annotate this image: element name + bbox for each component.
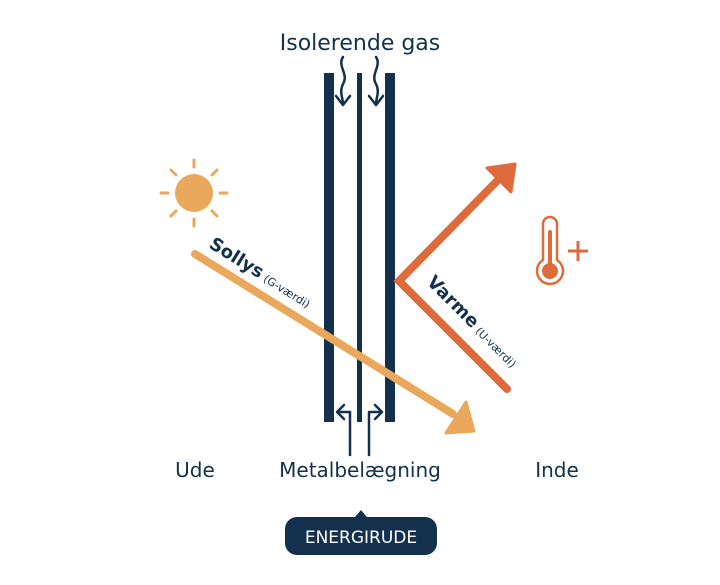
insulating-gas-label: Isolerende gas: [280, 31, 441, 56]
heat-arrow: [393, 176, 511, 393]
coating-arrow-right-icon: [367, 403, 384, 457]
outer-glass-pane: [324, 73, 334, 422]
sunlight-arrow: [191, 250, 476, 435]
sun-icon: [159, 158, 229, 228]
badge-label: ENERGIRUDE: [305, 528, 417, 548]
gas-arrow-right-icon: [367, 55, 385, 107]
energirude-badge: ENERGIRUDE: [285, 510, 437, 555]
inner-glass-pane: [385, 73, 395, 422]
coating-label: Metalbelægning: [279, 458, 441, 482]
thermometer-plus-icon: [535, 215, 588, 286]
inside-label: Inde: [535, 458, 579, 482]
sunlight-sub-label: (G-værdi): [261, 272, 312, 311]
middle-glass-pane: [357, 73, 362, 422]
gas-arrow-left-icon: [334, 55, 352, 107]
heat-label: Varme: [422, 272, 483, 333]
coating-arrow-left-icon: [335, 403, 352, 457]
outside-label: Ude: [175, 458, 215, 482]
heat-arrowhead: [485, 162, 517, 194]
